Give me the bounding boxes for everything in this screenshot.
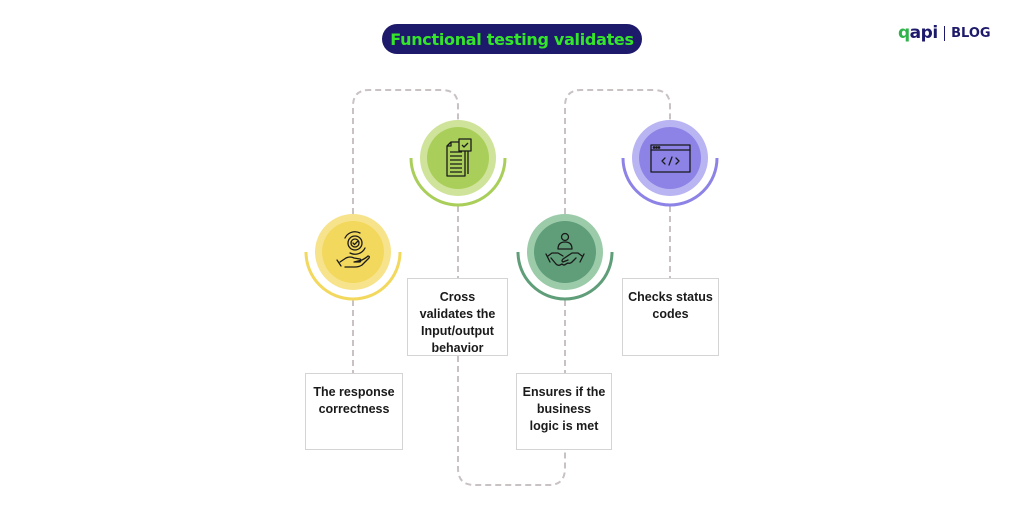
step-1-box: The response correctness [305, 373, 403, 450]
page-title: Functional testing validates [390, 29, 634, 49]
connector-top-1 [352, 89, 459, 214]
connector-top-2 [564, 89, 671, 214]
step-2-inner-circle [427, 127, 489, 189]
step-3-node [516, 214, 614, 301]
step-3-box: Ensures if the business logic is met [516, 373, 612, 450]
step-2-node [409, 120, 507, 207]
blog-label: BLOG [951, 25, 991, 41]
step-1-node [304, 214, 402, 301]
step-4-label: Checks status codes [628, 290, 713, 321]
title-pill: Functional testing validates [382, 24, 642, 54]
step-1-label: The response correctness [313, 385, 395, 416]
step-2-label: Cross validates the Input/output behavio… [419, 290, 496, 355]
step-2-arc [409, 157, 507, 207]
step-1-inner-circle [322, 221, 384, 283]
qapi-logo: qapi [898, 23, 938, 43]
document-check-icon [446, 138, 472, 177]
browser-code-icon [650, 144, 691, 173]
step-4-node [621, 120, 719, 207]
handshake-person-icon [545, 232, 585, 266]
connector-bottom [457, 356, 566, 486]
step-1-arc [304, 251, 402, 301]
step-2-box: Cross validates the Input/output behavio… [407, 278, 508, 356]
step-4-arc [621, 157, 719, 207]
step-3-label: Ensures if the business logic is met [522, 385, 606, 433]
step-4-inner-circle [639, 127, 701, 189]
blog-logo[interactable]: qapi BLOG [898, 22, 991, 44]
step-4-box: Checks status codes [622, 278, 719, 356]
gear-check-hand-icon [336, 231, 370, 268]
logo-divider [943, 25, 946, 41]
step-3-arc [516, 251, 614, 301]
step-3-inner-circle [534, 221, 596, 283]
